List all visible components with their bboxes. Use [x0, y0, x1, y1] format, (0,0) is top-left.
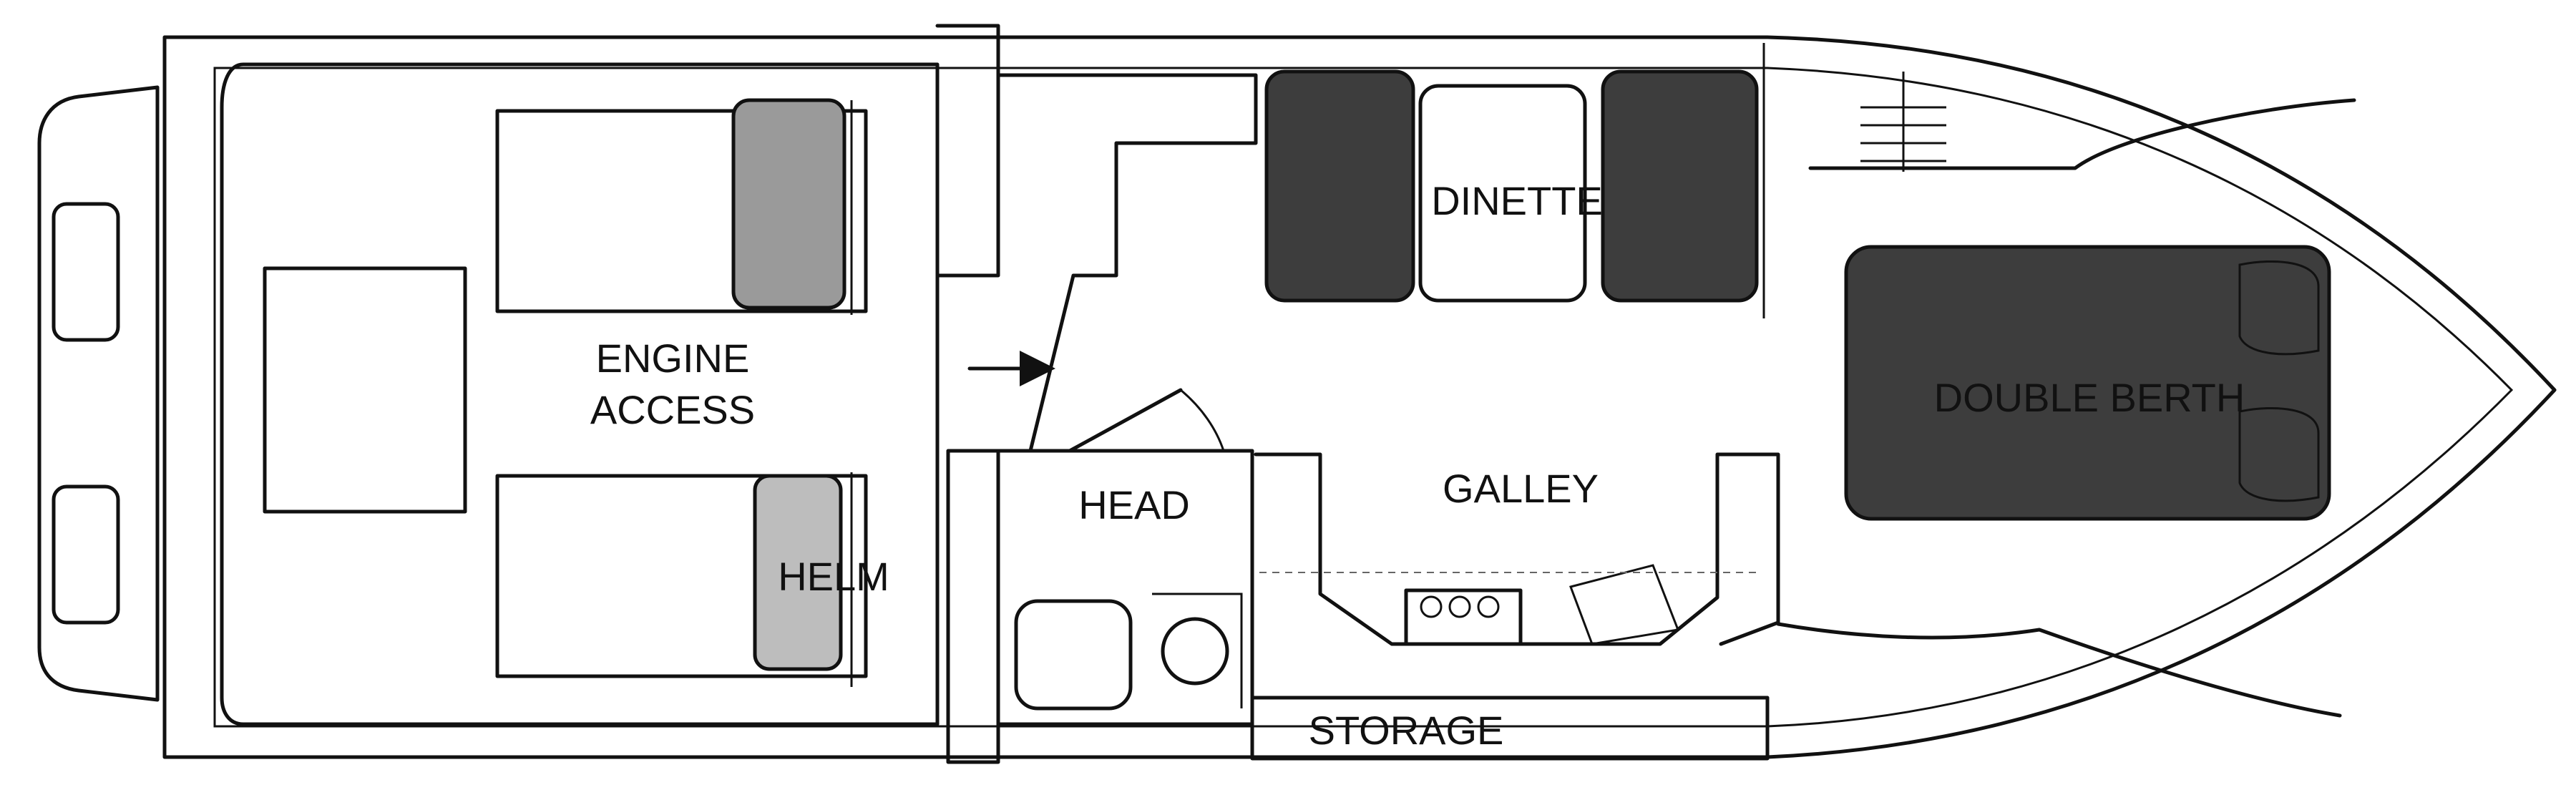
stove-burner-2 — [1448, 595, 1471, 618]
cockpit-seat-upper — [731, 98, 847, 310]
hull-outline — [162, 35, 2557, 759]
head-door-swing — [1180, 389, 1225, 452]
engine-hatch-port — [495, 109, 868, 313]
label-engine-access-line2: ACCESS — [590, 387, 755, 432]
label-storage: STORAGE — [1309, 708, 1504, 753]
head-door — [1068, 388, 1183, 453]
head-wall — [996, 449, 1254, 726]
forward-bulkhead-upper — [1808, 98, 2356, 170]
stove — [1404, 588, 1523, 646]
toilet — [1014, 599, 1133, 711]
swim-platform — [37, 85, 160, 702]
cabin-wall-upper — [996, 73, 1258, 453]
transom-hatch-lower — [52, 484, 120, 625]
sink — [1161, 617, 1229, 686]
label-double-berth: DOUBLE BERTH — [1934, 375, 2245, 420]
helm-seat — [753, 474, 843, 671]
forward-bulkhead — [1776, 622, 2342, 718]
cockpit-hatch — [263, 266, 467, 514]
berth-pillow-lower — [2238, 406, 2320, 502]
galley-counter — [1254, 452, 1780, 646]
entry-arrow-icon — [1020, 351, 1055, 386]
berth-pillow-upper — [2238, 260, 2320, 356]
transom-hatch-upper — [52, 202, 120, 342]
label-dinette: DINETTE — [1431, 178, 1603, 223]
bulkhead — [935, 24, 1000, 278]
double-berth — [1844, 245, 2331, 521]
cockpit-outline — [220, 62, 940, 726]
label-head: HEAD — [1078, 482, 1190, 527]
dinette-seat-forward — [1601, 69, 1759, 303]
bulkhead-lower — [946, 449, 1000, 764]
stove-burner-1 — [1420, 595, 1443, 618]
dinette-table — [1418, 84, 1587, 303]
steps — [1860, 72, 1946, 172]
deck-inner-line — [213, 67, 2514, 728]
dinette-seat-aft — [1264, 69, 1415, 303]
head-vanity — [1152, 592, 1243, 708]
storage-locker — [1250, 696, 1770, 761]
engine-hatch-starboard — [495, 474, 868, 678]
stove-burner-3 — [1477, 595, 1500, 618]
galley-sink — [1569, 564, 1680, 645]
label-galley: GALLEY — [1443, 466, 1599, 511]
label-helm: HELM — [778, 554, 889, 599]
label-engine-access-line1: ENGINE — [596, 336, 750, 381]
